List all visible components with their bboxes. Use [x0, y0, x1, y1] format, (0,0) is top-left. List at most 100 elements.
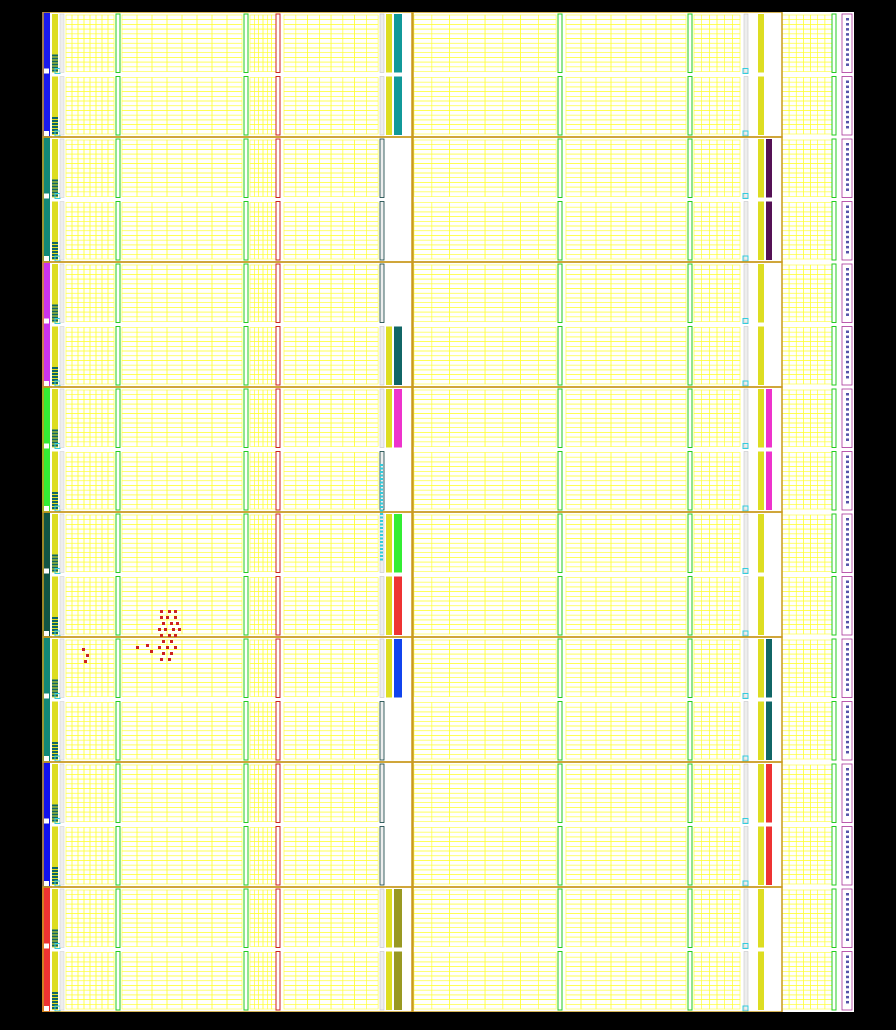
row-marker [44, 318, 49, 324]
mid-io-pads [386, 326, 392, 385]
right-edge-pad [846, 58, 849, 61]
right-edge-pad [846, 53, 849, 56]
right-edge-pad [846, 330, 849, 333]
right-io-pads [758, 326, 764, 385]
io-pad [52, 60, 58, 63]
right-io-pads [758, 264, 764, 323]
io-marker [742, 68, 749, 74]
right-block [766, 201, 772, 260]
right-edge-pad [846, 230, 849, 234]
right-edge-pad [846, 360, 849, 364]
right-io-column [743, 138, 749, 198]
right-edge-pad [846, 308, 849, 311]
grid-cell [107, 66, 115, 72]
mid-block [394, 76, 402, 135]
io-pad [52, 63, 58, 66]
right-edge-pad [846, 210, 849, 214]
mid-io-pads [386, 14, 392, 73]
right-edge-pad [846, 125, 849, 129]
right-edge-pad [846, 283, 849, 286]
right-io-column [743, 13, 749, 73]
right-io-pads [758, 201, 764, 260]
grid-cell [365, 66, 379, 72]
right-edge-pad [846, 100, 849, 104]
column-marker [831, 13, 837, 73]
right-io-column [743, 201, 749, 261]
io-pad [52, 251, 58, 253]
right-edge-pad [846, 28, 849, 31]
row-marker [44, 68, 49, 74]
row-spacer [59, 138, 65, 198]
io-pad [52, 182, 58, 185]
right-edge-pad [846, 370, 849, 374]
right-edge-pad [846, 345, 849, 349]
right-edge-pad [846, 158, 849, 161]
row-spacer [59, 263, 65, 323]
row-marker [44, 131, 49, 136]
right-edge-pad [846, 340, 849, 344]
right-edge-pad [846, 278, 849, 281]
io-pad [52, 54, 58, 57]
mid-io-column [379, 263, 385, 323]
right-edge-pad [846, 178, 849, 181]
row-spacer [59, 326, 65, 386]
right-edge-pad [846, 335, 849, 339]
right-edge-pad [846, 245, 849, 249]
grid-cell [731, 66, 741, 72]
row-spacer [59, 76, 65, 136]
right-edge-pad [846, 38, 849, 41]
io-pad [52, 179, 58, 182]
right-edge-pad [846, 365, 849, 369]
io-pad [52, 307, 58, 310]
right-edge-pad [846, 250, 849, 254]
mid-block [394, 14, 402, 73]
right-io-column [743, 76, 749, 136]
row-spacer [59, 201, 65, 261]
mid-io-column [379, 13, 385, 73]
right-edge-pad [846, 273, 849, 276]
column-marker [557, 13, 563, 73]
right-edge-pad [846, 235, 849, 239]
right-edge-pad [846, 188, 849, 191]
right-edge-pad [846, 143, 849, 146]
chip-floorplan[interactable] [42, 12, 854, 1012]
red-column-marker [275, 13, 281, 73]
right-edge-pad [846, 63, 849, 66]
right-edge-pad [846, 375, 849, 379]
io-pad [52, 376, 58, 378]
right-edge-pad [846, 225, 849, 229]
right-edge-pad [846, 163, 849, 166]
right-edge-pad [846, 23, 849, 26]
io-pad [52, 367, 58, 369]
io-pad [52, 304, 58, 307]
right-edge-pad [846, 215, 849, 219]
io-pad [52, 188, 58, 191]
right-io-pads [758, 76, 764, 135]
right-edge-pad [846, 168, 849, 171]
io-pad [52, 245, 58, 247]
row-marker [44, 381, 49, 386]
right-edge-pad [846, 288, 849, 291]
mid-io-column [379, 138, 385, 198]
io-pad [52, 248, 58, 250]
io-pad [52, 126, 58, 128]
right-edge-pad [846, 90, 849, 94]
right-edge-pad [846, 183, 849, 186]
right-io-column [743, 326, 749, 386]
right-edge-pad [846, 80, 849, 83]
row-left-strip [42, 12, 50, 75]
column-marker [115, 13, 121, 73]
grid-cell [107, 129, 115, 135]
io-pad [52, 185, 58, 188]
io-pad [52, 310, 58, 313]
right-edge-pad [846, 48, 849, 51]
mid-io-column [379, 326, 385, 386]
mid-io-column [379, 201, 385, 261]
io-pad [52, 120, 58, 122]
row-marker [44, 193, 49, 199]
mid-io-column [379, 76, 385, 136]
right-edge-pad [846, 240, 849, 244]
right-io-pads [758, 139, 764, 198]
right-edge-pad [846, 105, 849, 109]
